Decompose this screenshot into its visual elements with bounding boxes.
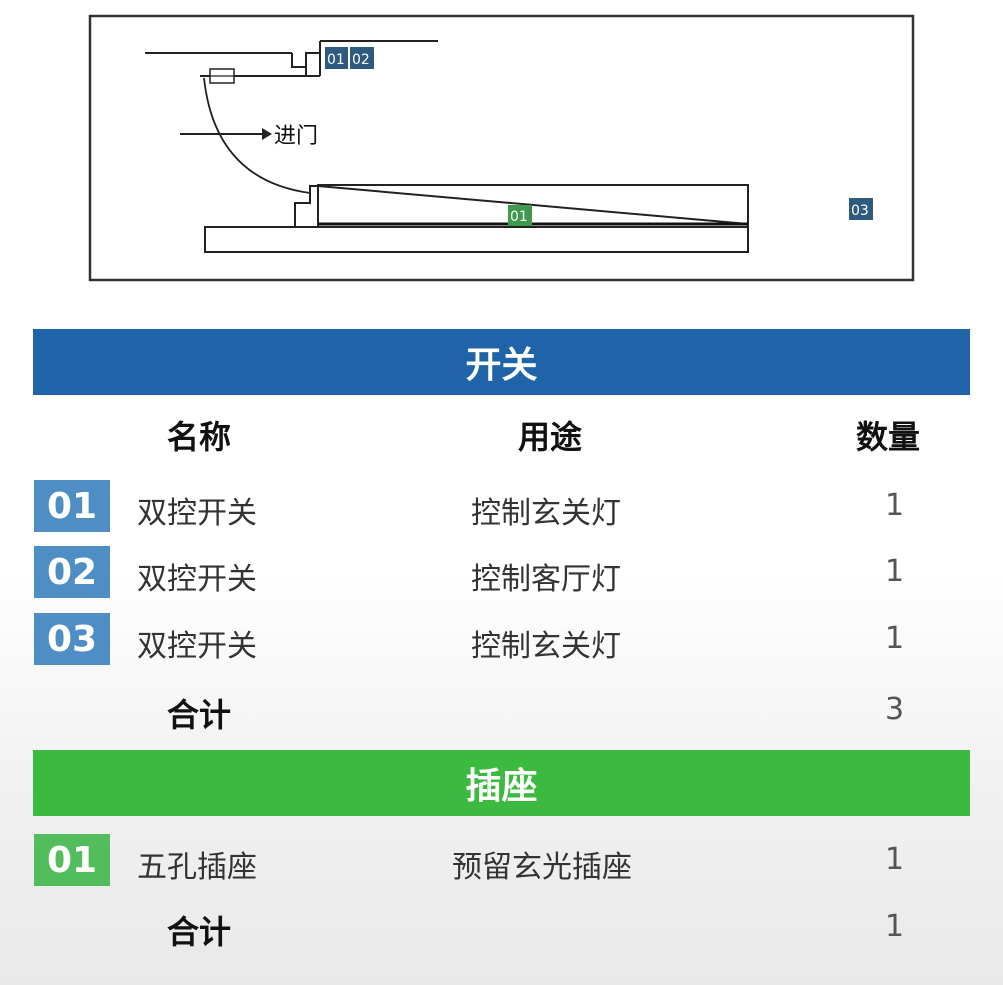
entry-label: 进门	[274, 124, 318, 149]
row-name: 双控开关	[137, 496, 257, 531]
socket-row: 01 五孔插座 预留玄光插座 1	[0, 834, 1003, 886]
total-label: 合计	[167, 913, 232, 951]
row-number-badge: 01	[34, 480, 110, 532]
row-use: 控制玄关灯	[471, 629, 621, 664]
row-use: 控制客厅灯	[471, 562, 621, 597]
switch-row: 03 双控开关 控制玄关灯 1	[0, 613, 1003, 665]
row-use: 控制玄关灯	[471, 496, 621, 531]
tag-02-top: 02	[352, 52, 370, 68]
switch-row: 02 双控开关 控制客厅灯 1	[0, 546, 1003, 598]
row-number-badge: 02	[34, 546, 110, 598]
entry-arrow-head	[262, 128, 272, 140]
row-number-badge: 03	[34, 613, 110, 665]
column-header-name: 名称	[167, 418, 232, 456]
tag-03-box	[849, 198, 873, 220]
tag-01-green-box	[508, 205, 532, 226]
row-qty: 1	[885, 621, 905, 656]
switch-row: 01 双控开关 控制玄关灯 1	[0, 480, 1003, 532]
socket-section-title: 插座	[33, 750, 970, 816]
floor-plan-diagram: 进门 01 02 01 03	[88, 14, 915, 282]
total-label: 合计	[167, 696, 232, 734]
tag-01-top-box	[325, 47, 348, 69]
total-value: 1	[885, 909, 905, 944]
tag-03: 03	[851, 203, 869, 219]
row-qty: 1	[885, 554, 905, 589]
row-name: 双控开关	[137, 629, 257, 664]
row-qty: 1	[885, 842, 905, 877]
cabinet-diagonal	[317, 185, 749, 225]
door-swing-arc	[203, 77, 311, 194]
row-use: 预留玄光插座	[452, 850, 632, 885]
socket-total-row: 合计 1	[0, 907, 1003, 951]
switch-total-row: 合计 3	[0, 690, 1003, 734]
plan-frame	[88, 14, 915, 282]
lower-cabinet	[317, 184, 749, 228]
row-qty: 1	[885, 488, 905, 523]
total-value: 3	[885, 692, 905, 727]
row-name: 双控开关	[137, 562, 257, 597]
row-name: 五孔插座	[137, 850, 257, 885]
column-header-qty: 数量	[856, 418, 921, 456]
switch-section-title: 开关	[33, 329, 970, 395]
row-number-badge: 01	[34, 834, 110, 886]
tag-01-green: 01	[510, 209, 528, 225]
tag-01-top: 01	[327, 52, 345, 68]
tag-02-top-box	[350, 47, 374, 69]
column-header-use: 用途	[518, 418, 583, 456]
